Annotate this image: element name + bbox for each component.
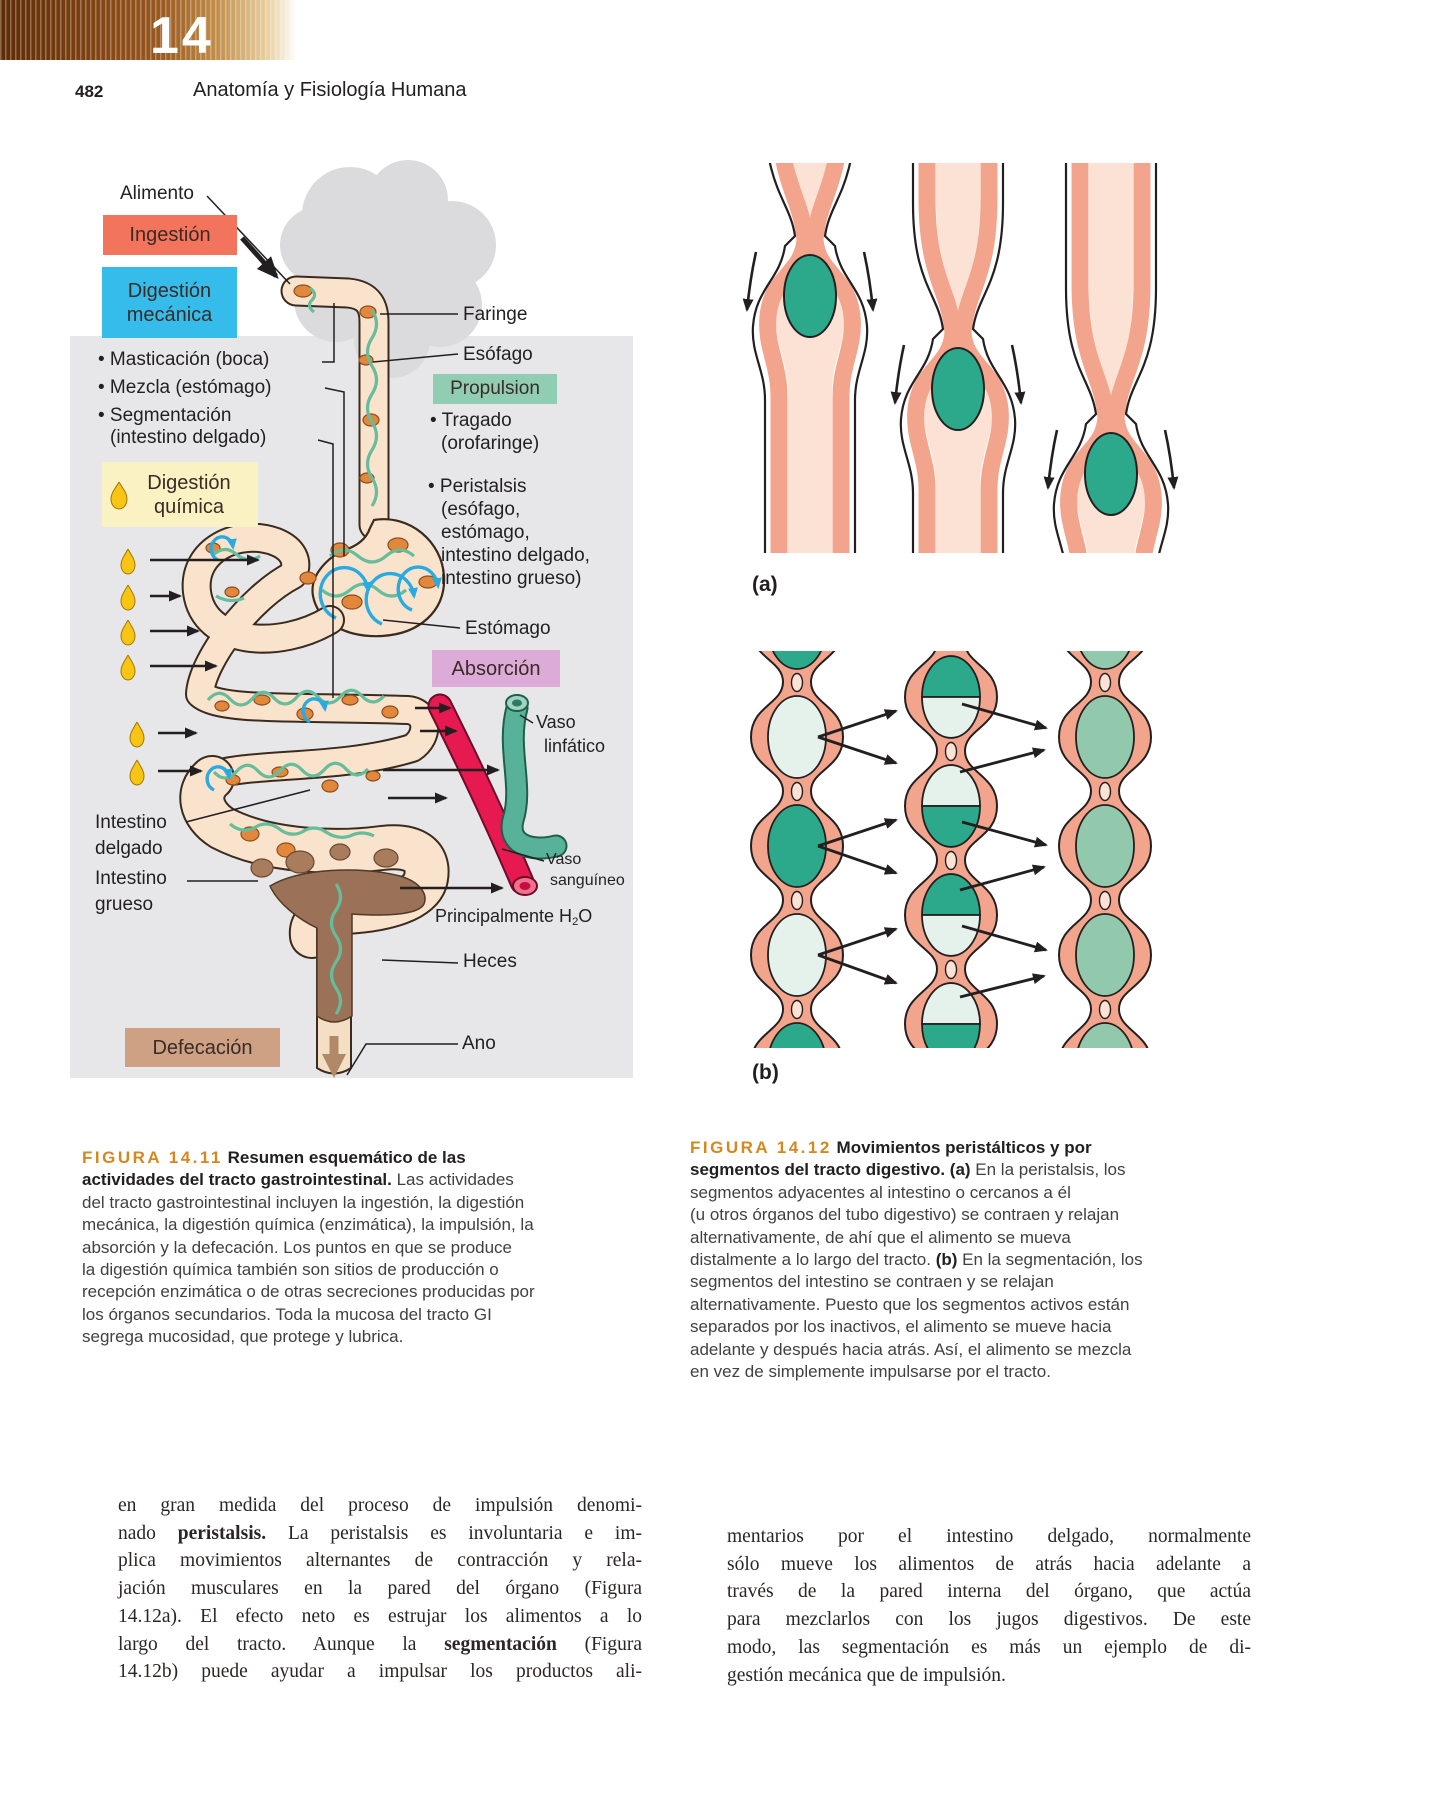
caption-line: del tracto gastrointestinal incluyen la … — [82, 1192, 525, 1212]
body-line: mentarios por el intestino delgado, norm… — [727, 1526, 1251, 1547]
body-line: para mezclarlos con los jugos digestivos… — [727, 1609, 1251, 1631]
fig12-caption: FIGURA 14.12 Movimientos peristálticos y… — [690, 1137, 1180, 1383]
label-faringe: Faringe — [463, 304, 528, 325]
bullet-peristalsis-l5: intestino grueso) — [441, 568, 582, 589]
body-text-left-column: en gran medida del proceso de impulsión … — [118, 1492, 642, 1686]
caption-line: (u otros órganos del tubo digestivo) se … — [690, 1205, 1120, 1225]
caption-line: alternativamente. Puesto que los segment… — [690, 1294, 1130, 1314]
fig11-diagram — [70, 160, 633, 1078]
caption-line: separados por los inactivos, el alimento… — [690, 1317, 1112, 1337]
caption-line: FIGURA 14.11 Resumen esquemático de las — [82, 1148, 466, 1167]
caption-line: recepción enzimática o de otras secrecio… — [82, 1282, 535, 1302]
label-intestino-grueso-l2: grueso — [95, 894, 154, 915]
body-line: largo del tracto. Aunque la segmentación… — [118, 1633, 642, 1655]
bullet-peristalsis-l3: estómago, — [441, 522, 530, 543]
secretion-arrows — [150, 554, 260, 777]
body-text-right-column: mentarios por el intestino delgado, norm… — [727, 1523, 1251, 1689]
label-vaso-linfatico-l2: linfático — [544, 736, 606, 756]
body-line: 14.12a). El efecto neto es estrujar los … — [118, 1605, 642, 1627]
label-vaso-sanguineo-l2: sanguíneo — [550, 872, 625, 889]
waste-particles — [250, 843, 399, 878]
defecation-arrow — [322, 1036, 346, 1078]
ingestion-arrow — [240, 236, 279, 279]
chemical-digestion-label: Digestión química — [147, 471, 231, 518]
caption-line: segrega mucosidad, que protege y lubrica… — [82, 1327, 404, 1347]
running-head-title: Anatomía y Fisiología Humana — [193, 79, 467, 101]
label-intestino-delgado-l2: delgado — [95, 838, 163, 859]
caption-line: en vez de simplemente impulsarse por el … — [690, 1362, 1051, 1382]
fig12a-letter: (a) — [752, 573, 778, 596]
label-estomago: Estómago — [465, 618, 551, 639]
mechanical-digestion-box: Digestión mecánica — [102, 267, 237, 338]
feces-shape — [269, 869, 426, 1023]
label-heces: Heces — [463, 951, 517, 972]
body-line: sólo mueve los alimentos de atrás hacia … — [727, 1553, 1251, 1575]
body-line: través de la pared interna del órgano, q… — [727, 1581, 1251, 1603]
body-line: en gran medida del proceso de impulsión … — [118, 1495, 642, 1516]
caption-line: distalmente a lo largo del tracto. (b) E… — [690, 1250, 1143, 1270]
droplet-icon — [110, 481, 128, 510]
label-principalmente-h2o: Principalmente H2O — [435, 906, 593, 929]
caption-line: los órganos secundarios. Toda la mucosa … — [82, 1304, 492, 1324]
caption-line: actividades del tracto gastrointestinal.… — [82, 1170, 514, 1190]
segmentation-arrows — [817, 702, 1048, 999]
caption-line: mecánica, la digestión química (enzimáti… — [82, 1215, 534, 1235]
label-alimento: Alimento — [120, 183, 194, 204]
bullet-peristalsis-l2: (esófago, — [441, 499, 521, 520]
caption-line: segmentos del intestino se contraen y se… — [690, 1272, 1054, 1292]
bullet-masticacion: • Masticación (boca) — [98, 349, 270, 370]
lymph-vessel — [500, 694, 568, 860]
caption-line: la digestión química también son sitios … — [82, 1260, 499, 1280]
label-intestino-grueso: Intestino — [95, 868, 167, 889]
bullet-segmentacion-cont: (intestino delgado) — [110, 427, 267, 448]
bullet-mezcla: • Mezcla (estómago) — [98, 377, 272, 398]
bullet-peristalsis-l4: intestino delgado, — [441, 545, 590, 566]
bullet-tragado-cont: (orofaringe) — [441, 433, 540, 454]
caption-line: segmentos adyacentes al intestino o cerc… — [690, 1182, 1071, 1202]
fig12b-letter: (b) — [752, 1061, 779, 1084]
absorption-box: Absorción — [432, 650, 560, 687]
bullet-segmentacion: • Segmentación — [98, 405, 232, 426]
body-line: plica movimientos alternantes de contrac… — [118, 1550, 642, 1572]
body-line: jación musculares en la pared del órgano… — [118, 1578, 642, 1600]
bullet-peristalsis: • Peristalsis — [428, 476, 527, 497]
caption-line: adelante y después hacia atrás. Así, el … — [690, 1339, 1132, 1359]
ingestion-box: Ingestión — [103, 215, 237, 255]
defecation-box: Defecación — [125, 1028, 280, 1067]
leader-lines — [185, 195, 545, 1076]
enzyme-droplets — [120, 548, 145, 786]
body-line: 14.12b) puede ayudar a impulsar los prod… — [118, 1661, 642, 1683]
body-line: modo, las segmentación es más un ejemplo… — [727, 1636, 1251, 1658]
fig11-caption: FIGURA 14.11 Resumen esquemático de las … — [82, 1147, 638, 1349]
caption-line: alternativamente, de ahí que el alimento… — [690, 1227, 1071, 1247]
label-intestino-delgado: Intestino — [95, 812, 167, 833]
chapter-number: 14 — [150, 7, 214, 65]
label-ano: Ano — [462, 1033, 496, 1054]
fig12b-segmentation-diagram — [750, 651, 1152, 1048]
page-number: 482 — [75, 82, 104, 101]
mixing-swirl-arrows — [205, 535, 442, 792]
label-vaso-linfatico: Vaso — [536, 712, 576, 732]
absorption-arrows — [383, 702, 504, 894]
label-esofago: Esófago — [463, 344, 533, 365]
body-line: nado peristalsis. La peristalsis es invo… — [118, 1522, 643, 1544]
caption-line: FIGURA 14.12 Movimientos peristálticos y… — [690, 1138, 1092, 1157]
bullet-tragado: • Tragado — [430, 410, 512, 431]
label-vaso-sanguineo: Vaso — [546, 851, 582, 868]
body-line: gestión mecánica que de impulsión. — [727, 1664, 1006, 1686]
chemical-digestion-box: Digestión química — [102, 462, 258, 527]
propulsion-box: Propulsion — [433, 374, 557, 404]
caption-line: absorción y la defecación. Los puntos en… — [82, 1237, 513, 1257]
caption-line: segmentos del tracto digestivo. (a) En l… — [690, 1160, 1126, 1180]
chapter-tab-bar: 14 — [0, 0, 297, 65]
